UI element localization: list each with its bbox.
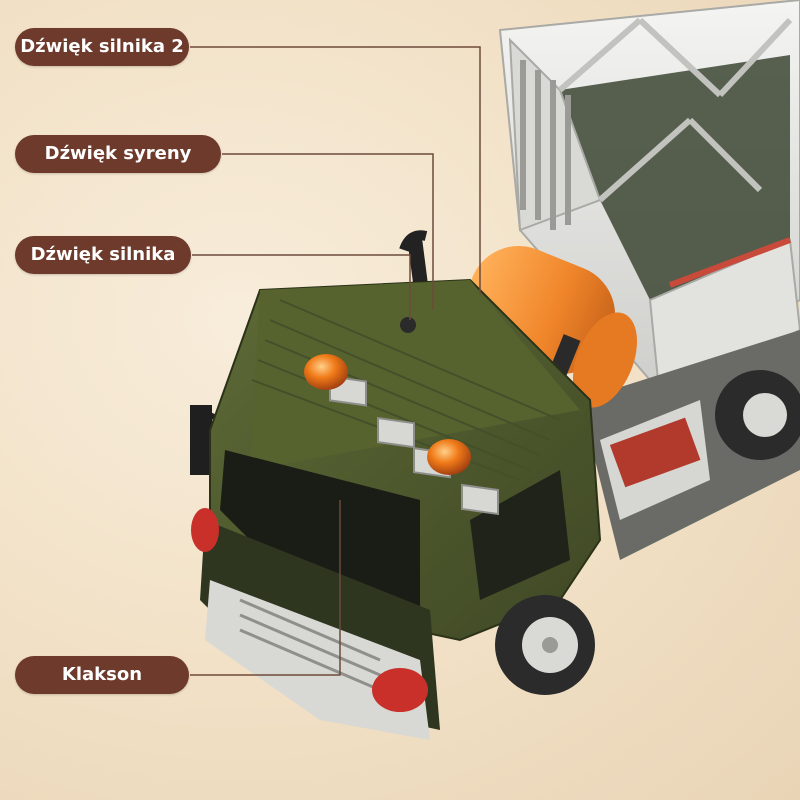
leader-line-engine-sound-2	[190, 46, 481, 295]
front-wheel	[495, 595, 595, 695]
label-horn: Klakson	[15, 656, 189, 694]
roof-beacons	[304, 354, 471, 475]
label-engine-sound: Dźwięk silnika	[15, 236, 191, 274]
leader-line-horn	[190, 500, 341, 676]
leader-line-siren-sound	[222, 153, 434, 310]
label-siren-sound: Dźwięk syreny	[15, 135, 221, 173]
truck-chassis	[580, 330, 800, 560]
label-engine-sound-2: Dźwięk silnika 2	[15, 28, 189, 66]
callout-leader-lines	[190, 46, 481, 676]
leader-line-engine-sound	[192, 254, 411, 320]
